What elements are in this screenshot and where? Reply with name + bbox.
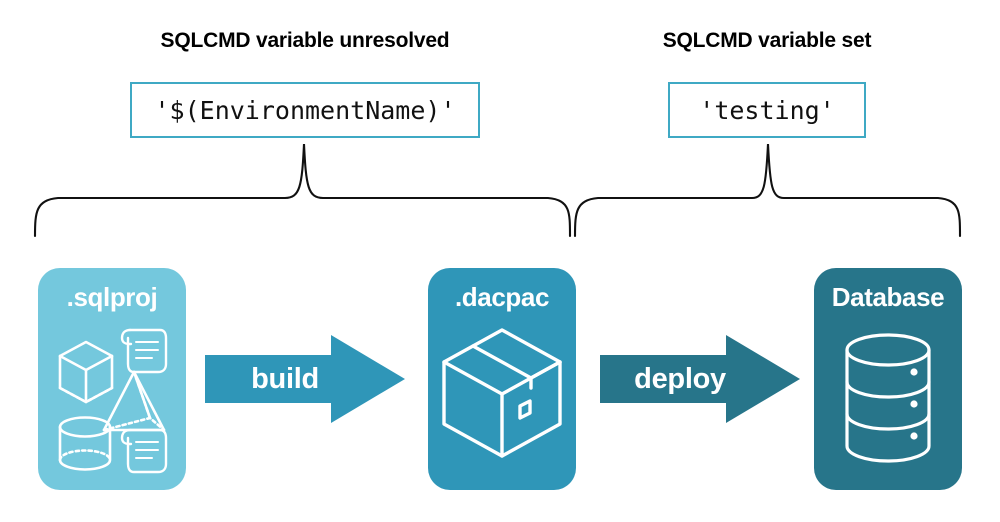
card-sqlproj: .sqlproj: [38, 268, 186, 490]
database-artwork: [845, 333, 931, 463]
brace-left: [33, 143, 572, 238]
section-caption-right: SQLCMD variable set: [662, 29, 872, 52]
arrow-build-shape: [205, 335, 405, 423]
script-scroll-icon: [120, 428, 168, 474]
dacpac-artwork: [442, 328, 562, 458]
card-dacpac-title: .dacpac: [454, 282, 550, 312]
database-cylinder-icon: [845, 333, 931, 463]
card-database-title: Database: [831, 282, 945, 312]
arrow-build: build: [205, 333, 405, 425]
arrow-deploy: deploy: [600, 333, 800, 425]
card-sqlproj-title: .sqlproj: [66, 282, 158, 312]
card-database: Database: [814, 268, 962, 490]
sqlproj-artwork: [58, 328, 168, 474]
package-box-icon: [442, 328, 562, 458]
sqlcmd-variable-unresolved-value-box: '$(EnvironmentName)': [130, 82, 480, 138]
cylinder-wireframe-icon: [58, 416, 112, 471]
arrow-deploy-shape: [600, 335, 800, 423]
section-caption-left: SQLCMD variable unresolved: [160, 29, 450, 52]
card-dacpac: .dacpac: [428, 268, 576, 490]
cube-wireframe-icon: [58, 340, 114, 404]
brace-right: [573, 143, 962, 238]
sqlcmd-variable-set-value-box: 'testing': [668, 82, 866, 138]
script-scroll-icon: [120, 328, 168, 374]
